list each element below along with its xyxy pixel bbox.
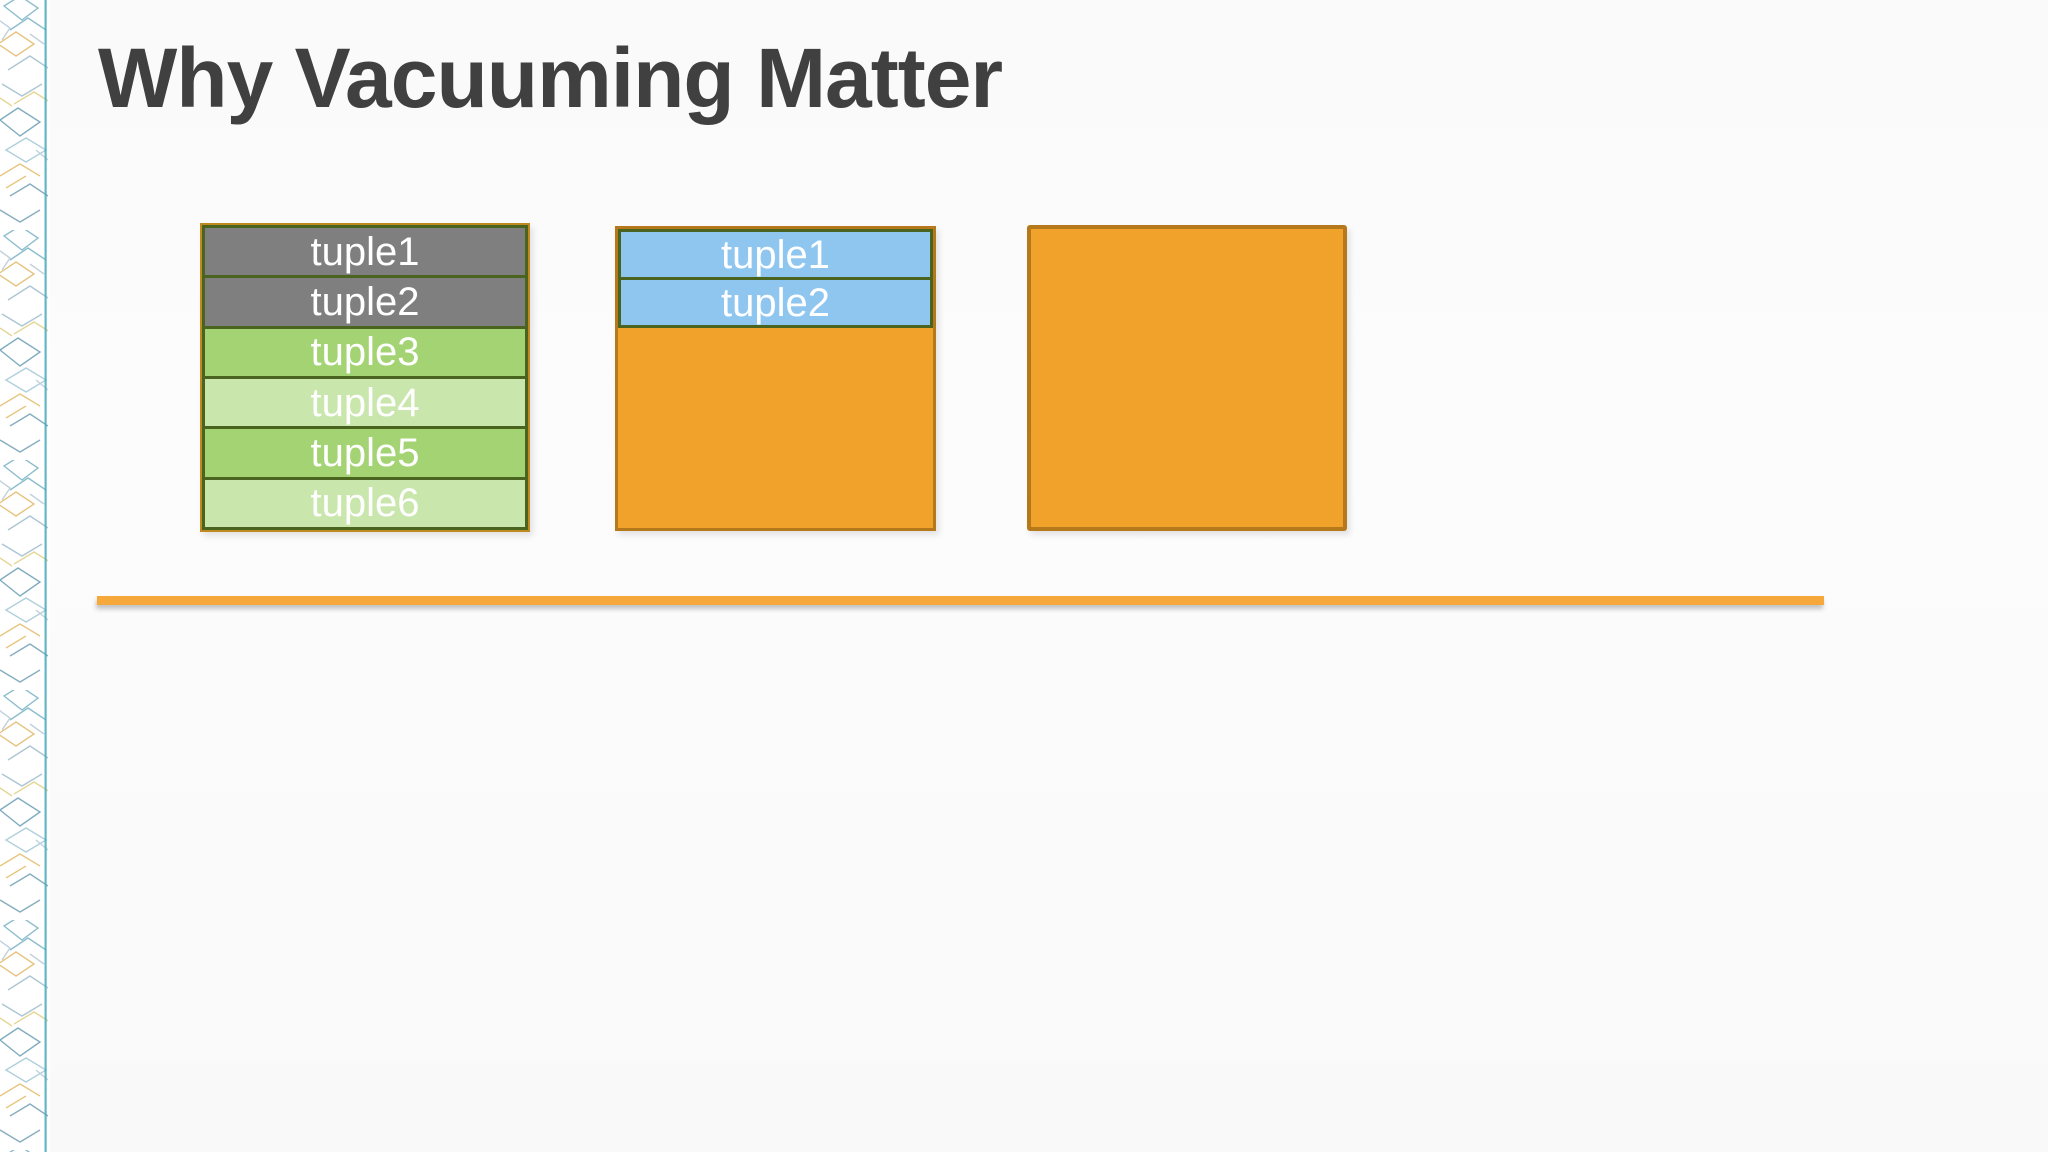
tuple-label: tuple1 bbox=[310, 229, 420, 274]
tuple-label: tuple6 bbox=[310, 481, 420, 526]
tuple-row: tuple6 bbox=[202, 476, 528, 530]
divider-line bbox=[97, 596, 1824, 605]
tuple-row: tuple1 bbox=[618, 229, 933, 280]
tuple-label: tuple4 bbox=[310, 380, 420, 425]
heap-page-after-vacuum: tuple1 tuple2 bbox=[615, 226, 936, 531]
heap-page-empty bbox=[1027, 225, 1347, 531]
tuple-row: tuple3 bbox=[202, 325, 528, 379]
tuple-row: tuple5 bbox=[202, 426, 528, 480]
tuple-label: tuple5 bbox=[310, 430, 420, 475]
slide-title: Why Vacuuming Matter bbox=[98, 31, 1003, 125]
heap-page-dead-live-tuples: tuple1 tuple2 tuple3 tuple4 tuple5 tuple… bbox=[200, 223, 530, 532]
tuple-row: tuple1 bbox=[202, 225, 528, 279]
tuple-row: tuple2 bbox=[618, 277, 933, 328]
tuple-label: tuple3 bbox=[310, 330, 420, 375]
tuple-label: tuple1 bbox=[721, 232, 830, 277]
circuit-pattern-icon bbox=[0, 0, 48, 1152]
tuple-label: tuple2 bbox=[310, 279, 420, 324]
free-space-area bbox=[618, 328, 933, 528]
tuple-label: tuple2 bbox=[721, 280, 830, 325]
tuple-row: tuple2 bbox=[202, 275, 528, 329]
decorative-left-pattern-strip bbox=[0, 0, 50, 1152]
tuple-row: tuple4 bbox=[202, 375, 528, 430]
